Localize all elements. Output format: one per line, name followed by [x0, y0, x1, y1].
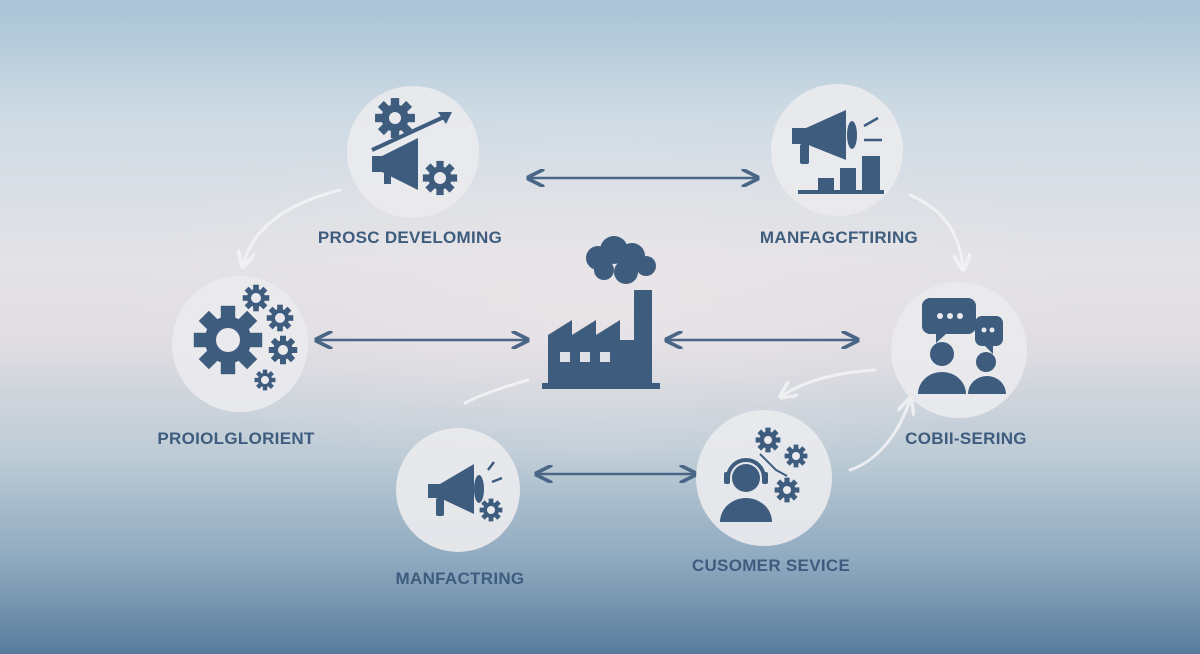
support-agent-gears-icon	[720, 427, 808, 522]
chat-users-icon	[918, 298, 1006, 394]
connectors	[318, 178, 856, 474]
node-mid-right: COBII-SERING	[891, 282, 1027, 448]
node-label: PROIOLGLORIENT	[157, 429, 315, 448]
node-bottom-left: MANFACTRING	[396, 428, 525, 588]
node-label: CUSOMER SEVICE	[692, 556, 850, 575]
node-label: MANFACTRING	[396, 569, 525, 588]
megaphone-bar-chart-icon	[792, 110, 884, 194]
megaphone-gear-icon	[428, 461, 503, 522]
node-label: PROSC DEVELOMING	[318, 228, 502, 247]
factory-icon	[542, 236, 660, 389]
node-bottom-right: CUSOMER SEVICE	[692, 410, 850, 575]
flow-arrow-bottom-right	[848, 400, 910, 472]
gears-megaphone-arrow-icon	[371, 98, 458, 196]
node-top-left: PROSC DEVELOMING	[318, 86, 502, 247]
flow-arrow-top-left	[243, 188, 342, 265]
gears-icon	[193, 284, 298, 391]
flow-arrows	[243, 188, 963, 472]
node-top-right: MANFAGCFTIRING	[760, 84, 918, 247]
node-label: MANFAGCFTIRING	[760, 228, 918, 247]
node-mid-left: PROIOLGLORIENT	[157, 276, 315, 448]
flow-line-center	[463, 378, 530, 405]
flow-arrow-mid-right	[782, 368, 877, 396]
flow-arrow-top-right	[908, 193, 963, 268]
node-label: COBII-SERING	[905, 429, 1027, 448]
